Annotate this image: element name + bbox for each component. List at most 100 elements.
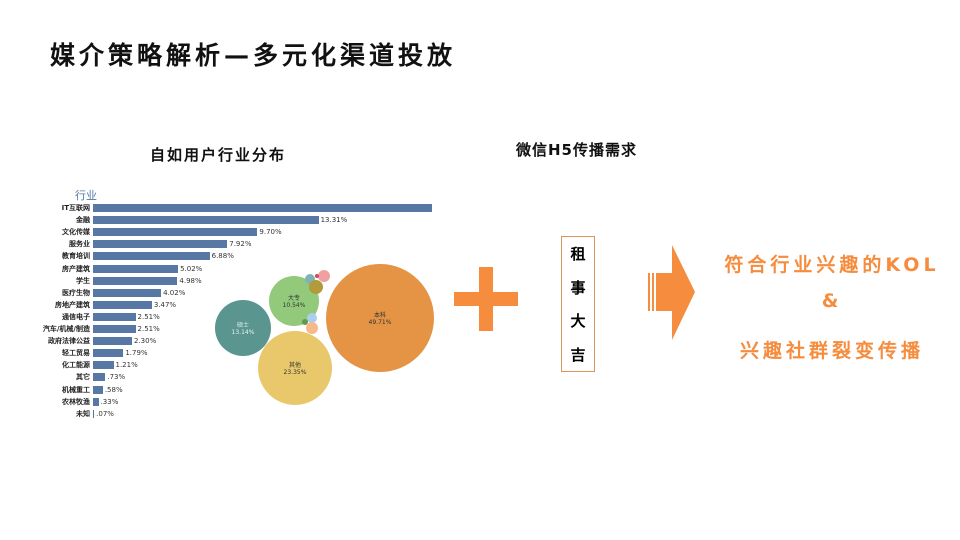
category-label: 轻工贸易 [62,349,90,358]
data-label: 5.02% [180,264,203,273]
bubble-value: 23.35% [283,369,307,376]
small-bubble [309,280,323,294]
result-line-1: 符合行业兴趣的KOL [724,254,940,276]
data-label: 3.47% [153,300,177,309]
bar [93,240,228,249]
category-label: 教育培训 [62,252,90,261]
small-bubble [305,274,315,284]
bar [93,300,152,309]
bar [93,216,319,225]
category-label: 通信电子 [62,312,90,321]
data-label: 4.98% [179,276,202,285]
slogan-char: 租 [570,245,586,264]
bar-row: 学生 4.98% [45,276,440,286]
slogan-box: 租 事 大 吉 [561,236,595,372]
bubble-value: 13.14% [231,329,255,336]
data-label: .58% [104,385,123,394]
small-bubble [315,274,319,278]
bar-row: 农林牧渔 .33% [45,397,440,407]
bar [93,325,136,333]
result-line-2: 兴趣社群裂变传播 [739,340,924,362]
plus-icon-vertical [479,267,493,331]
bubble-name: 其他 [288,362,301,369]
category-label: 化工能源 [62,361,90,370]
category-label: 房地产建筑 [55,300,90,309]
bar [93,312,136,321]
data-label: 2.51% [137,325,160,333]
small-bubble [307,313,317,323]
category-label: IT互联网 [61,204,90,212]
category-label: 其它 [76,373,90,382]
category-label: 农林牧渔 [62,397,90,406]
axis-title: 行业 [75,189,97,202]
bar-row: 教育培训 6.88% [45,251,440,261]
data-label: .73% [107,373,126,382]
bar-row: 化工能源 1.21% [45,360,440,370]
bar [93,361,114,370]
bubble-value: 49.71% [368,319,392,326]
data-label: 13.31% [320,216,348,225]
bar-row: 文化传媒 9.70% [45,227,440,237]
bar [93,204,432,212]
bar-row: 其它 .73% [45,372,440,382]
bubble-value: 10.54% [282,302,306,309]
bar-row: IT互联网 [45,203,440,213]
industry-chart: 行业 IT互联网金融 13.31% 文化传媒 9.70% 服务业 7.92% 教育培训 6.8… [43,185,440,420]
small-bubble [318,270,330,282]
category-label: 汽车/机械/制造 [42,325,90,333]
small-bubble [306,322,318,334]
bar-row: 政府法律公益 2.30% [45,336,440,346]
small-bubble [302,319,308,325]
category-label: 房产建筑 [62,264,90,273]
bar [93,228,258,237]
bar-row: 金融 13.31% [45,215,440,225]
bar-row: 汽车/机械/制造 2.51% [43,324,440,334]
category-label: 金融 [76,216,90,225]
bar-row: 服务业 7.92% [45,239,440,249]
data-label: .33% [100,397,119,406]
data-label: 9.70% [259,228,282,237]
data-label: 6.88% [211,252,234,261]
bubble-name: 本科 [373,312,386,319]
data-label: 7.92% [229,240,252,249]
page-title: 媒介策略解析—多元化渠道投放 [50,41,457,70]
bar-row: 轻工贸易 1.79% [45,348,440,358]
bar-row: 房产建筑 5.02% [45,264,440,274]
chart-caption: 自如用户行业分布 [150,146,287,164]
bar-row: 未知.07% [45,409,440,419]
slogan-char: 大 [570,312,586,331]
data-label: 4.02% [163,288,186,297]
category-label: 医疗生物 [62,288,90,297]
result-ampersand: & [821,290,843,312]
bar [93,337,132,346]
bar-row: 机械重工 .58% [45,385,440,395]
category-label: 学生 [76,276,90,285]
category-label: 文化传媒 [62,228,90,237]
bar [93,397,99,406]
bubble-name: 硕士 [236,322,249,329]
category-label: 机械重工 [62,385,90,394]
bar [93,349,124,358]
bar [93,373,106,382]
data-label: 2.30% [133,337,157,346]
category-label: 服务业 [69,240,90,249]
bar [93,288,162,297]
wechat-caption: 微信H5传播需求 [516,141,637,159]
bar [93,409,95,418]
bubble-name: 大专 [287,295,300,302]
bar [93,264,179,273]
bar-row: 医疗生物 4.02% [45,288,440,298]
bar-row: 房地产建筑 3.47% [45,300,440,310]
data-label: 1.79% [125,349,148,358]
bar [93,276,178,285]
data-label: 1.21% [115,361,138,370]
bar [93,252,210,261]
bar [93,385,103,394]
slogan-char: 事 [570,278,586,297]
category-label: 政府法律公益 [48,337,90,346]
slogan-char: 吉 [570,345,586,364]
